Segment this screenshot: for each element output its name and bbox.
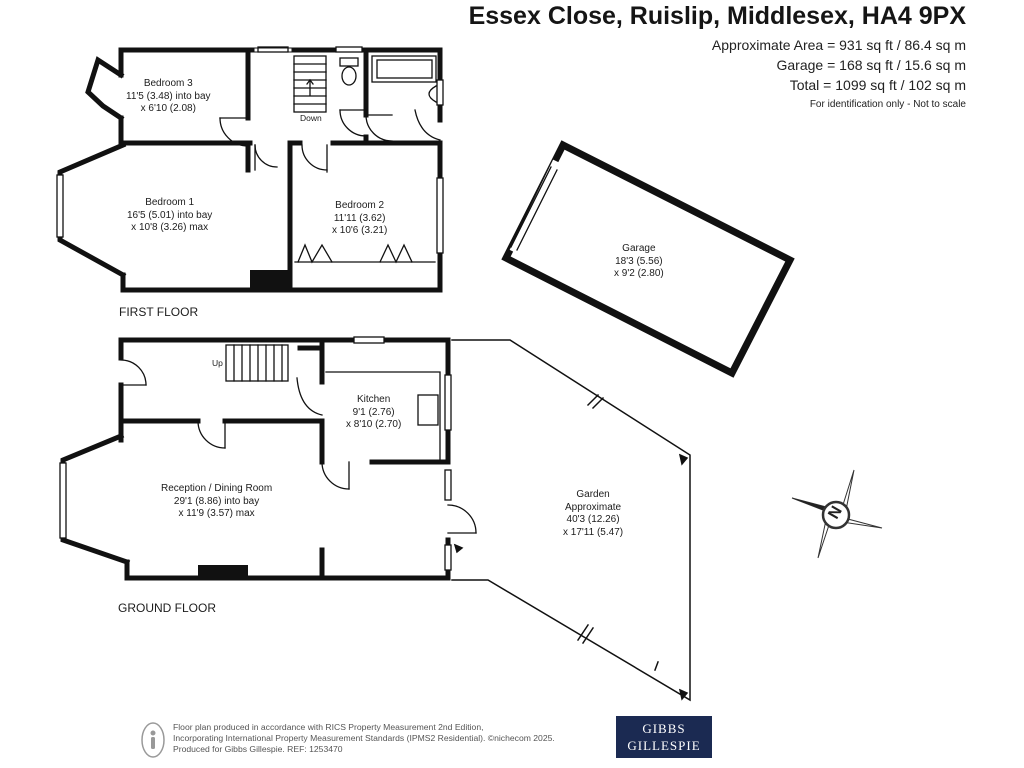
approximate-area: Approximate Area = 931 sq ft / 86.4 sq m — [711, 37, 966, 53]
room-label-bedroom-1: Bedroom 1 16'5 (5.01) into bay x 10'8 (3… — [127, 197, 212, 235]
footer-disclaimer: Floor plan produced in accordance with R… — [173, 722, 623, 756]
room-label-kitchen: Kitchen 9'1 (2.76) x 8'10 (2.70) — [346, 394, 401, 432]
footer-line: Floor plan produced in accordance with R… — [173, 722, 484, 732]
logo-line: GIBBS — [642, 721, 686, 736]
room-name: Bedroom 2 — [335, 200, 385, 211]
ground-floor-details — [59, 336, 477, 571]
room-name: Bedroom 3 — [143, 78, 193, 89]
logo-line: GILLESPIE — [627, 738, 701, 753]
ipms-person-icon — [141, 722, 165, 763]
room-dimension: 16'5 (5.01) into bay — [127, 209, 213, 221]
room-dimension: x 17'11 (5.47) — [563, 526, 624, 538]
room-dimension: x 6'10 (2.08) — [140, 103, 196, 114]
total-area: Total = 1099 sq ft / 102 sq m — [789, 77, 966, 93]
footer-line: Produced for Gibbs Gillespie. REF: 12534… — [173, 744, 343, 755]
room-name: Garden — [576, 489, 610, 500]
scale-disclaimer: For identification only - Not to scale — [809, 99, 966, 110]
garden-boundary — [451, 339, 691, 702]
first-floor-walls — [57, 47, 443, 293]
stairs-down-label: Down — [300, 113, 322, 123]
room-dimension: 18'3 (5.56) — [615, 255, 663, 267]
room-dimension: x 9'2 (2.80) — [614, 268, 664, 279]
room-label-bedroom-2: Bedroom 2 11'11 (3.62) x 10'6 (3.21) — [332, 200, 387, 238]
compass-rose: N — [788, 468, 884, 569]
ground-floor-label: GROUND FLOOR — [118, 601, 217, 615]
ground-floor-walls — [60, 337, 451, 581]
garage-area: Garage = 168 sq ft / 15.6 sq m — [776, 57, 967, 73]
room-dimension: 11'5 (3.48) into bay — [126, 90, 211, 102]
room-label-garage: Garage 18'3 (5.56) x 9'2 (2.80) — [614, 243, 664, 281]
room-dimension: x 8'10 (2.70) — [346, 419, 402, 430]
room-dimension: x 10'8 (3.26) max — [131, 222, 209, 233]
room-dimension: x 10'6 (3.21) — [332, 225, 388, 236]
room-label-bedroom-3: Bedroom 3 11'5 (3.48) into bay x 6'10 (2… — [126, 78, 211, 116]
room-label-garden: Garden Approximate 40'3 (12.26) x 17'11 … — [563, 489, 623, 539]
room-dimension: 29'1 (8.86) into bay — [173, 495, 260, 507]
garage-walls — [501, 140, 795, 378]
property-address-title: Essex Close, Ruislip, Middlesex, HA4 9PX — [468, 2, 966, 30]
compass-icon — [791, 469, 883, 559]
room-dimension: 40'3 (12.26) — [566, 514, 620, 525]
room-name: Garage — [622, 243, 656, 254]
stairs-up-label: Up — [212, 358, 223, 368]
footer-line: Incorporating International Property Mea… — [173, 733, 555, 744]
room-dimension: 11'11 (3.62) — [333, 212, 386, 224]
first-floor-details — [56, 46, 444, 264]
room-name: Reception / Dining Room — [161, 483, 273, 494]
room-dimension: Approximate — [564, 501, 622, 513]
room-label-reception-dining: Reception / Dining Room 29'1 (8.86) into… — [161, 483, 272, 521]
room-name: Kitchen — [356, 394, 391, 405]
room-dimension: x 11'9 (3.57) max — [178, 508, 255, 519]
first-floor-label: FIRST FLOOR — [119, 305, 199, 319]
gibbs-gillespie-logo: GIBBS GILLESPIE — [616, 716, 712, 758]
room-name: Bedroom 1 — [145, 197, 195, 208]
room-dimension: 9'1 (2.76) — [352, 406, 395, 418]
